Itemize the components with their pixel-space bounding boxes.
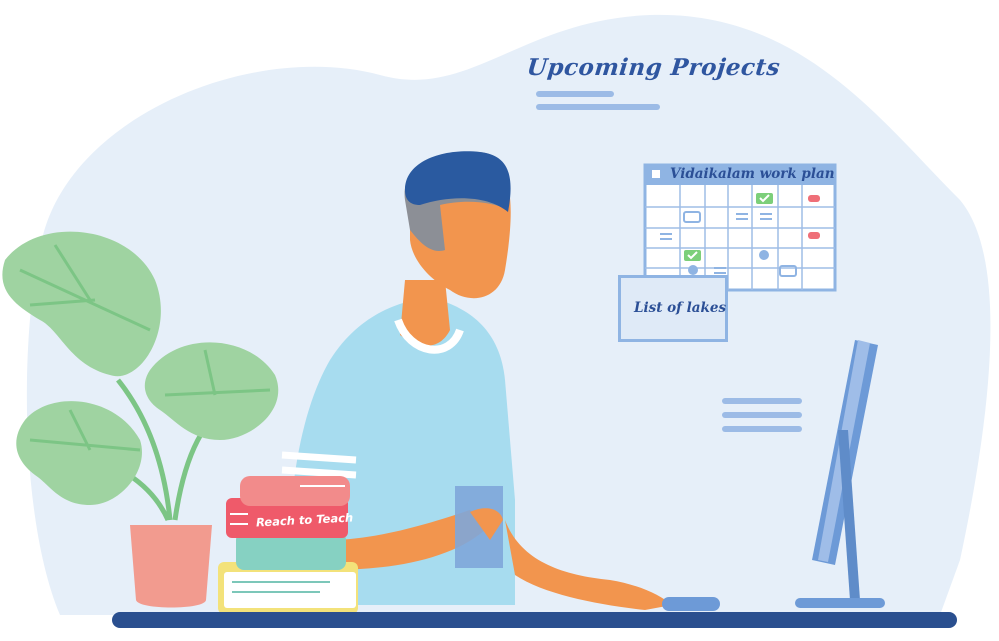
desk [112, 612, 957, 628]
list-of-lakes-card [618, 275, 728, 342]
plant-illustration [2, 231, 279, 608]
check-icon [684, 250, 701, 261]
check-icon [756, 193, 773, 204]
text-lines [722, 398, 802, 432]
page-title: Upcoming Projects [525, 54, 782, 81]
heading-bar-2 [536, 104, 660, 110]
monitor-illustration [795, 340, 885, 608]
plant-pot [130, 525, 212, 608]
heading-bar-1 [536, 91, 614, 97]
calendar-title: Vidaikalam work plan [670, 166, 835, 182]
calendar [643, 163, 837, 292]
mouse-icon [662, 597, 720, 611]
list-of-lakes-label: List of lakes [634, 300, 727, 316]
book-stack-illustration [218, 476, 358, 614]
